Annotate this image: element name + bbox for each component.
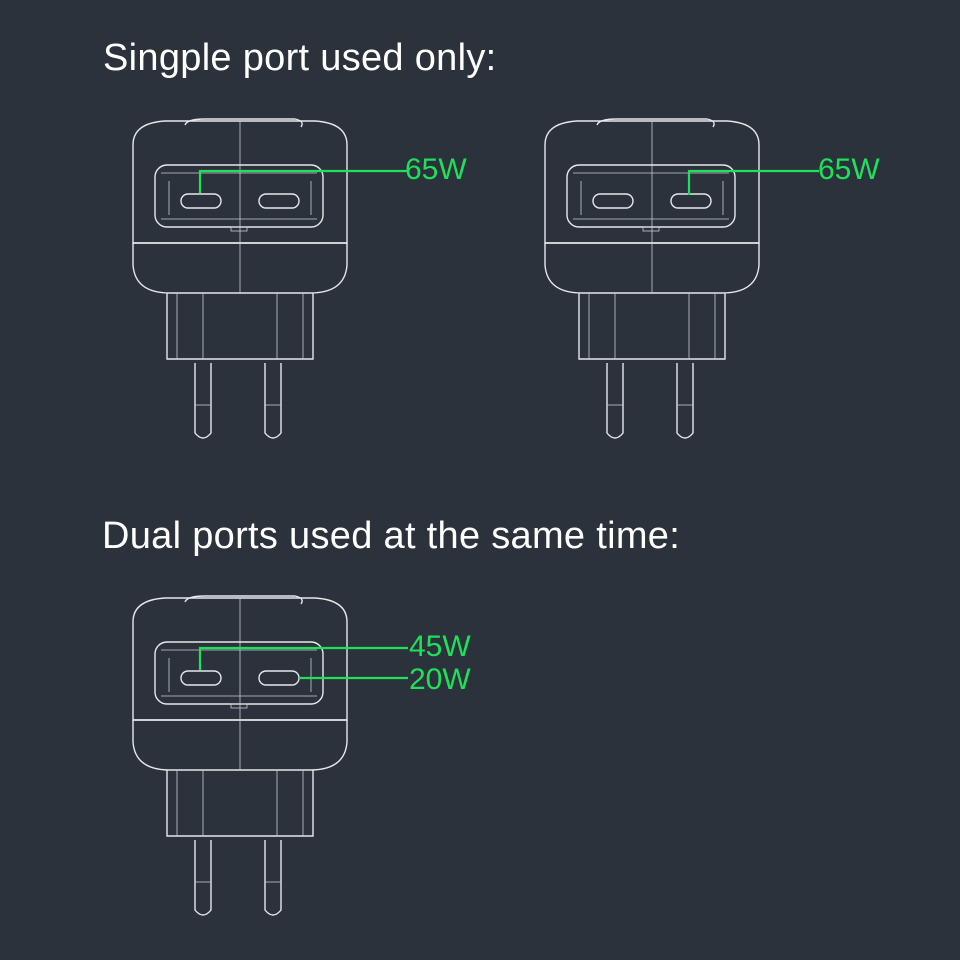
charger-body (132, 595, 348, 771)
highlight-leader-45w (198, 646, 408, 670)
charger-diagram-dual (132, 595, 408, 916)
single-port-heading: Singple port used only: (103, 37, 497, 79)
charger-diagram-single-right (544, 118, 819, 439)
port-panel (154, 164, 324, 232)
highlight-leader (198, 169, 408, 193)
dual-ports-heading: Dual ports used at the same time: (102, 515, 681, 557)
charger-body (544, 118, 760, 294)
plug-base (166, 293, 314, 360)
watt-label-65w-left: 65W (405, 153, 467, 186)
watt-label-45w: 45W (409, 630, 471, 663)
watt-label-65w-right: 65W (818, 153, 880, 186)
plug-base (166, 770, 314, 837)
charger-body (132, 118, 348, 294)
watt-label-20w: 20W (409, 663, 471, 696)
plug-prongs (194, 840, 282, 916)
plug-prongs (194, 363, 282, 439)
port-panel (154, 641, 324, 709)
plug-base (578, 293, 726, 360)
plug-prongs (606, 363, 694, 439)
charger-diagram-single-left (132, 118, 408, 439)
port-panel (566, 164, 736, 232)
highlight-leader (687, 169, 819, 195)
